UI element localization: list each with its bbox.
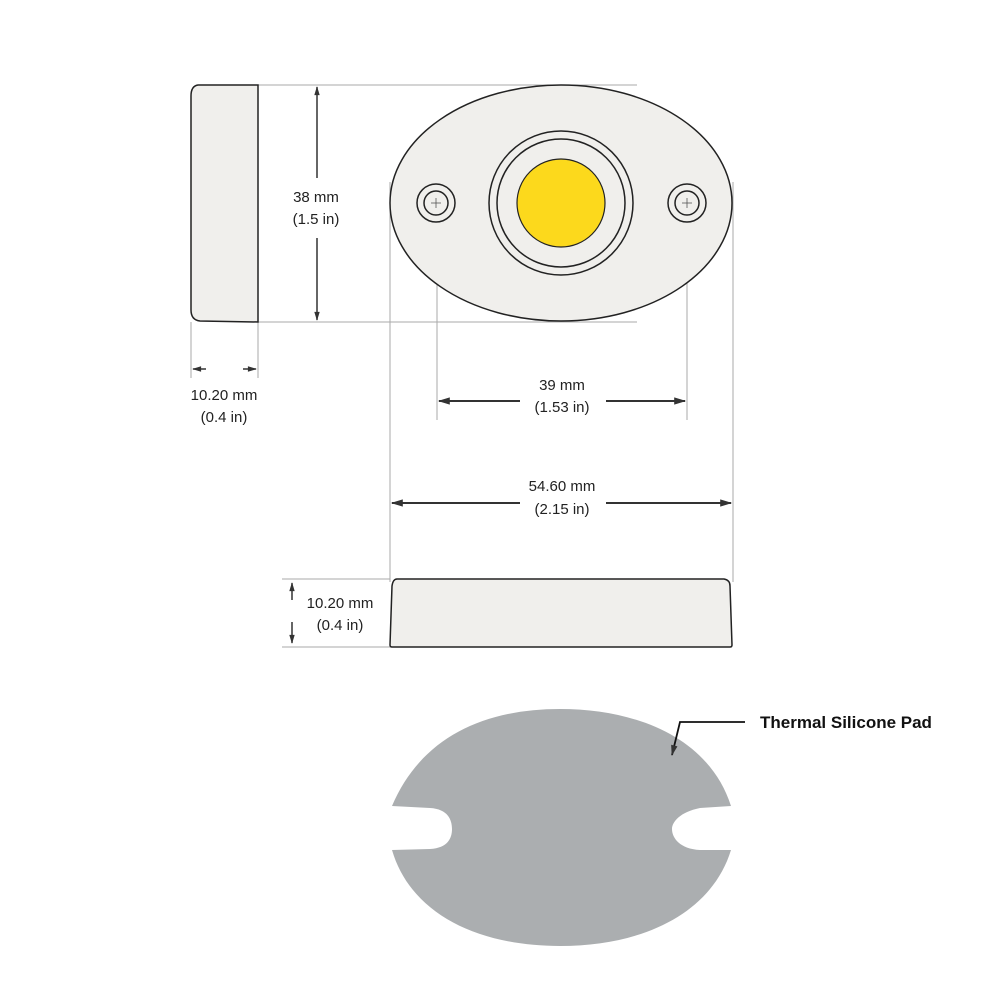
- front-height-label-mm: 10.20 mm: [307, 595, 374, 612]
- front-height-label-in: (0.4 in): [317, 617, 364, 634]
- right-screw-hole: [667, 183, 707, 223]
- lens-outer-ring: [488, 130, 634, 276]
- front-side-view-body: [389, 578, 733, 648]
- hole-spacing-label-in: (1.53 in): [534, 399, 589, 416]
- overall-width-label-in: (2.15 in): [534, 501, 589, 518]
- led-chip: [516, 158, 606, 248]
- side-width-label-in: (0.4 in): [201, 409, 248, 426]
- side-view-body: [190, 84, 259, 323]
- overall-width-label-mm: 54.60 mm: [529, 478, 596, 495]
- side-width-label-mm: 10.20 mm: [191, 387, 258, 404]
- lens-inner-ring: [496, 138, 626, 268]
- height-label-mm: 38 mm: [293, 189, 339, 206]
- pad-leader-line: [671, 721, 745, 757]
- thermal-pad-shape: [392, 709, 731, 946]
- height-label-in: (1.5 in): [293, 211, 340, 228]
- hole-spacing-label-mm: 39 mm: [539, 377, 585, 394]
- thermal-pad-label: Thermal Silicone Pad: [760, 713, 932, 732]
- left-screw-hole: [416, 183, 456, 223]
